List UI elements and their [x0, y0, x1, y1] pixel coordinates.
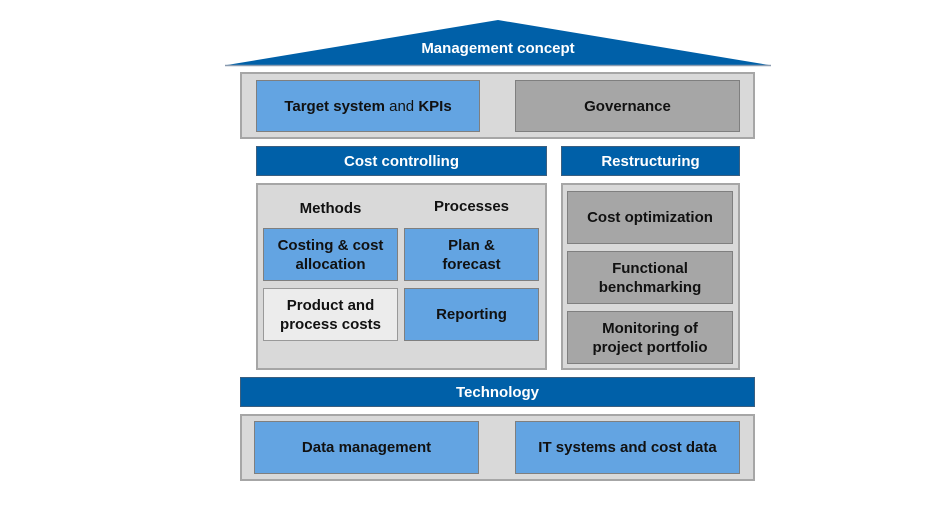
restructuring-item: Monitoring of project portfolio — [567, 311, 733, 364]
management-concept-label: Management concept — [421, 40, 575, 57]
kpis-text: KPIs — [418, 97, 452, 115]
roof-triangle — [225, 20, 771, 67]
costing-allocation-box: Costing & cost allocation — [263, 228, 398, 281]
and-text: and — [384, 97, 419, 115]
it-systems-box: IT systems and cost data — [515, 421, 740, 474]
restructuring-item: Functional benchmarking — [567, 251, 733, 304]
restructuring-item: Cost optimization — [567, 191, 733, 244]
cost-controlling-bar: Cost controlling — [256, 146, 547, 176]
processes-header: Processes — [433, 198, 510, 215]
reporting-box: Reporting — [404, 288, 539, 341]
technology-bar: Technology — [240, 377, 755, 407]
plan-forecast-box: Plan & forecast — [404, 228, 539, 281]
methods-header: Methods — [299, 200, 362, 217]
data-management-box: Data management — [254, 421, 479, 474]
target-system-text: Target system — [284, 97, 385, 115]
governance-box: Governance — [515, 80, 740, 132]
restructuring-bar: Restructuring — [561, 146, 740, 176]
target-system-kpis-box: Target system and KPIs — [256, 80, 480, 132]
product-process-costs-box: Product and process costs — [263, 288, 398, 341]
